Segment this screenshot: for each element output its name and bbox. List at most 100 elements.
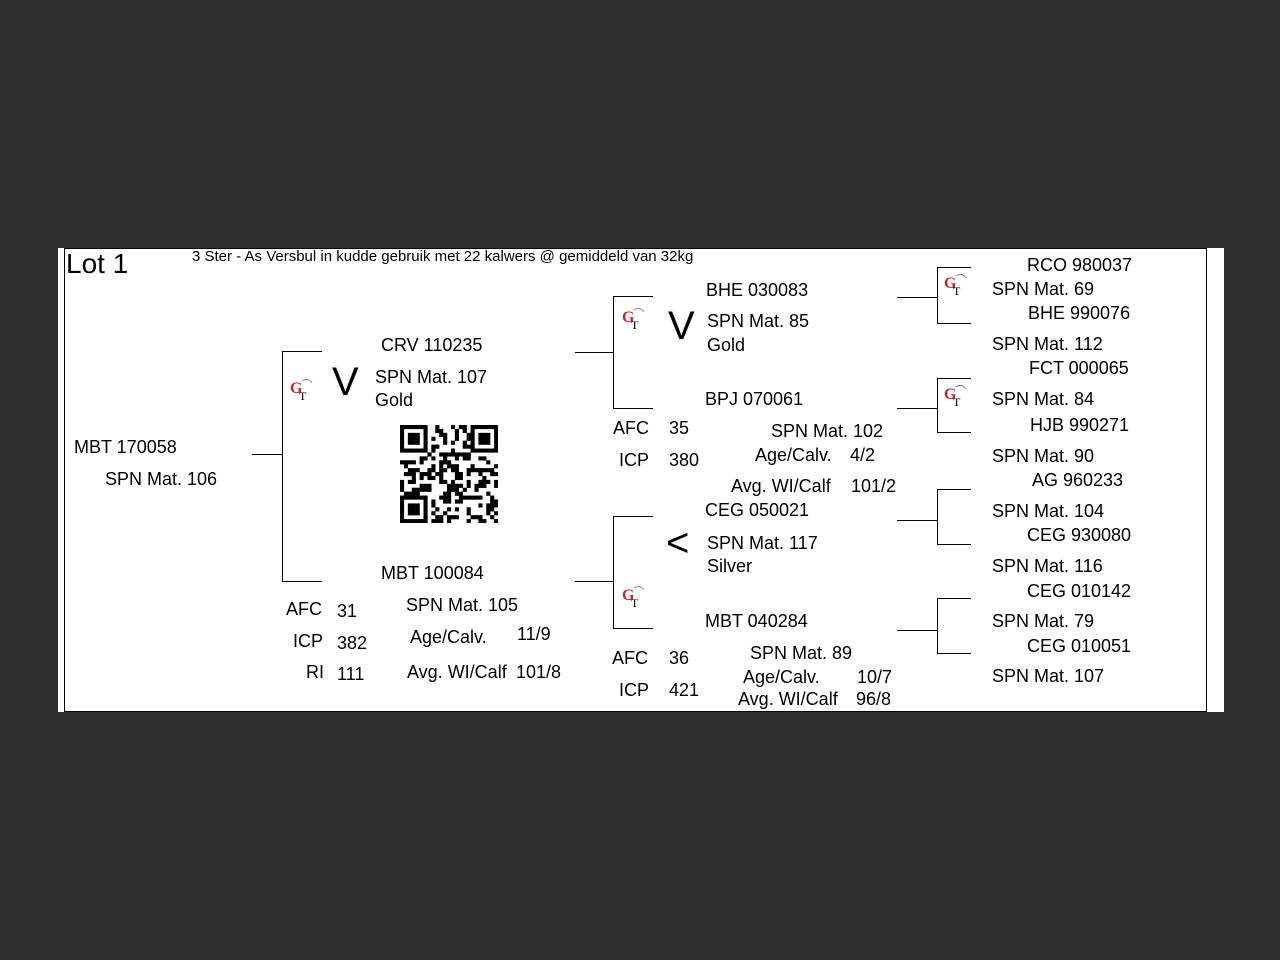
qr-module: [474, 495, 479, 500]
dsd-spn: SPN Mat. 116: [992, 556, 1103, 576]
qr-module: [411, 519, 416, 523]
qr-module: [423, 444, 428, 449]
qr-module: [494, 503, 498, 508]
qr-module: [447, 491, 452, 496]
qr-module: [415, 491, 420, 496]
qr-module: [454, 475, 459, 481]
qr-module: [443, 479, 448, 484]
qr-module: [454, 428, 459, 434]
qr-module: [427, 468, 432, 473]
qr-module: [431, 456, 436, 461]
qr-module: [466, 519, 471, 523]
qr-module: [407, 507, 412, 512]
qr-module: [450, 515, 456, 520]
qr-module: [443, 468, 448, 473]
qr-module: [450, 425, 456, 430]
subject-spn: SPN Mat. 106: [105, 469, 218, 489]
dss-spn: SPN Mat. 104: [992, 501, 1105, 521]
bracket-line: [282, 351, 283, 581]
qr-module: [443, 432, 448, 437]
qr-module: [411, 468, 416, 473]
qr-module: [450, 440, 456, 445]
qr-module: [415, 503, 420, 508]
gt-logo-icon: G T: [944, 273, 967, 297]
qr-module: [450, 479, 456, 484]
qr-module: [478, 483, 483, 488]
dd-age-calv: 10/7: [857, 667, 893, 687]
qr-module: [458, 475, 463, 481]
qr-module: [482, 519, 487, 523]
qr-module: [443, 460, 448, 465]
qr-module: [470, 448, 475, 453]
qr-module: [411, 472, 416, 477]
qr-module: [447, 483, 452, 488]
qr-module: [415, 468, 420, 473]
qr-module: [411, 491, 416, 496]
qr-module: [494, 448, 498, 453]
qr-module: [400, 515, 405, 520]
gt-logo-t: T: [299, 389, 307, 402]
qr-module: [486, 507, 491, 512]
qr-module: [450, 468, 456, 473]
bracket-line: [282, 351, 322, 352]
card-border-top: [64, 248, 1206, 249]
qr-module: [482, 483, 487, 488]
qr-module: [411, 432, 416, 437]
bracket-line: [613, 296, 614, 408]
sire-symbol: V: [332, 360, 359, 404]
sd-avg-wi-label: Avg. WI/Calf: [731, 476, 831, 496]
qr-module: [400, 487, 405, 492]
qr-module: [400, 448, 405, 453]
qr-module: [423, 507, 428, 512]
ddd-id: CEG 010051: [1027, 636, 1132, 656]
qr-module: [458, 425, 463, 430]
qr-module: [447, 515, 452, 520]
sire-spn: SPN Mat. 107: [375, 367, 488, 387]
qr-module: [423, 456, 428, 461]
qr-module: [435, 472, 440, 477]
qr-module: [478, 468, 483, 473]
qr-code[interactable]: [400, 425, 498, 523]
ds-award: Silver: [707, 556, 753, 576]
qr-module: [423, 487, 428, 492]
qr-module: [411, 436, 416, 441]
qr-module: [411, 440, 416, 445]
qr-module: [400, 432, 405, 437]
qr-module: [423, 472, 428, 477]
ss-award: Gold: [707, 335, 746, 355]
ds-symbol: <: [666, 521, 690, 565]
qr-module: [478, 515, 483, 520]
dam-icp: 382: [337, 633, 368, 653]
qr-module: [423, 499, 428, 504]
dam-icp-label: ICP: [293, 631, 324, 651]
qr-module: [423, 495, 428, 500]
qr-module: [443, 456, 448, 461]
qr-module: [494, 436, 498, 441]
qr-module: [490, 495, 495, 500]
dam-ri: 111: [337, 664, 365, 684]
qr-module: [490, 515, 495, 520]
qr-module: [482, 436, 487, 441]
qr-module: [478, 472, 483, 477]
qr-module: [470, 468, 475, 473]
qr-module: [400, 495, 405, 500]
sdd-spn: SPN Mat. 90: [992, 446, 1095, 466]
qr-module: [447, 460, 452, 465]
gt-logo-swoosh: [633, 585, 645, 591]
gt-logo-g: G: [944, 386, 957, 403]
dam-afc-label: AFC: [286, 599, 322, 619]
gt-logo-t: T: [953, 395, 961, 408]
qr-module: [431, 468, 436, 473]
qr-module: [415, 425, 420, 430]
bracket-line: [937, 267, 938, 323]
bracket-line: [937, 323, 971, 324]
qr-module: [474, 515, 479, 520]
qr-module: [466, 444, 471, 449]
qr-module: [486, 432, 491, 437]
qr-module: [450, 448, 456, 453]
qr-module: [431, 503, 436, 508]
qr-module: [490, 425, 495, 430]
sire-award: Gold: [375, 390, 414, 410]
qr-module: [482, 475, 487, 481]
qr-module: [419, 456, 424, 461]
